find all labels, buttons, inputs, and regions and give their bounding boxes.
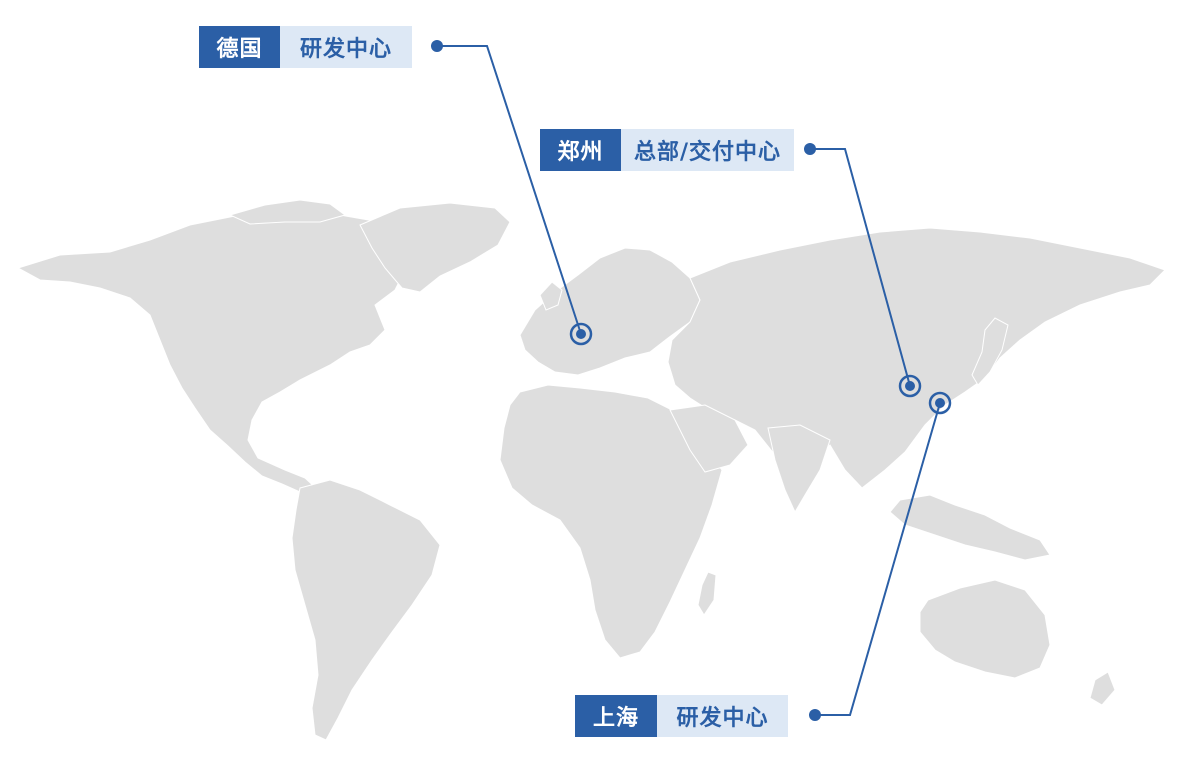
location-label-shanghai[interactable]: 上海 研发中心 <box>575 695 788 737</box>
continent-north-america <box>16 209 441 493</box>
leader-line-germany <box>437 45 582 335</box>
continent-asia <box>667 227 1166 489</box>
location-marker-shanghai[interactable] <box>928 391 952 415</box>
island-madagascar <box>697 571 717 616</box>
location-city-zhengzhou: 郑州 <box>540 129 621 171</box>
continent-south-america <box>291 479 441 741</box>
location-marker-zhengzhou[interactable] <box>898 374 922 398</box>
location-label-zhengzhou[interactable]: 郑州 总部/交付中心 <box>540 129 794 171</box>
island-uk <box>539 281 563 311</box>
island-greenland <box>359 202 511 293</box>
arabian-peninsula <box>669 404 749 473</box>
location-label-germany[interactable]: 德国 研发中心 <box>199 26 412 68</box>
label-dot-shanghai <box>809 709 821 721</box>
continent-australia <box>919 579 1051 679</box>
location-marker-germany[interactable] <box>569 322 593 346</box>
location-city-shanghai: 上海 <box>575 695 657 737</box>
southeast-asia-islands <box>889 494 1051 561</box>
location-role-shanghai: 研发中心 <box>657 695 788 737</box>
location-role-germany: 研发中心 <box>280 26 412 68</box>
continent-africa <box>499 384 723 659</box>
location-city-germany: 德国 <box>199 26 280 68</box>
leader-line-shanghai <box>815 402 941 716</box>
island-new-zealand <box>1089 671 1116 706</box>
indian-subcontinent <box>767 424 831 514</box>
location-role-zhengzhou: 总部/交付中心 <box>621 129 794 171</box>
leader-line-zhengzhou <box>810 148 911 387</box>
label-dot-germany <box>431 40 443 52</box>
arctic-islands <box>228 199 347 225</box>
island-japan <box>971 317 1009 386</box>
label-dot-zhengzhou <box>804 143 816 155</box>
